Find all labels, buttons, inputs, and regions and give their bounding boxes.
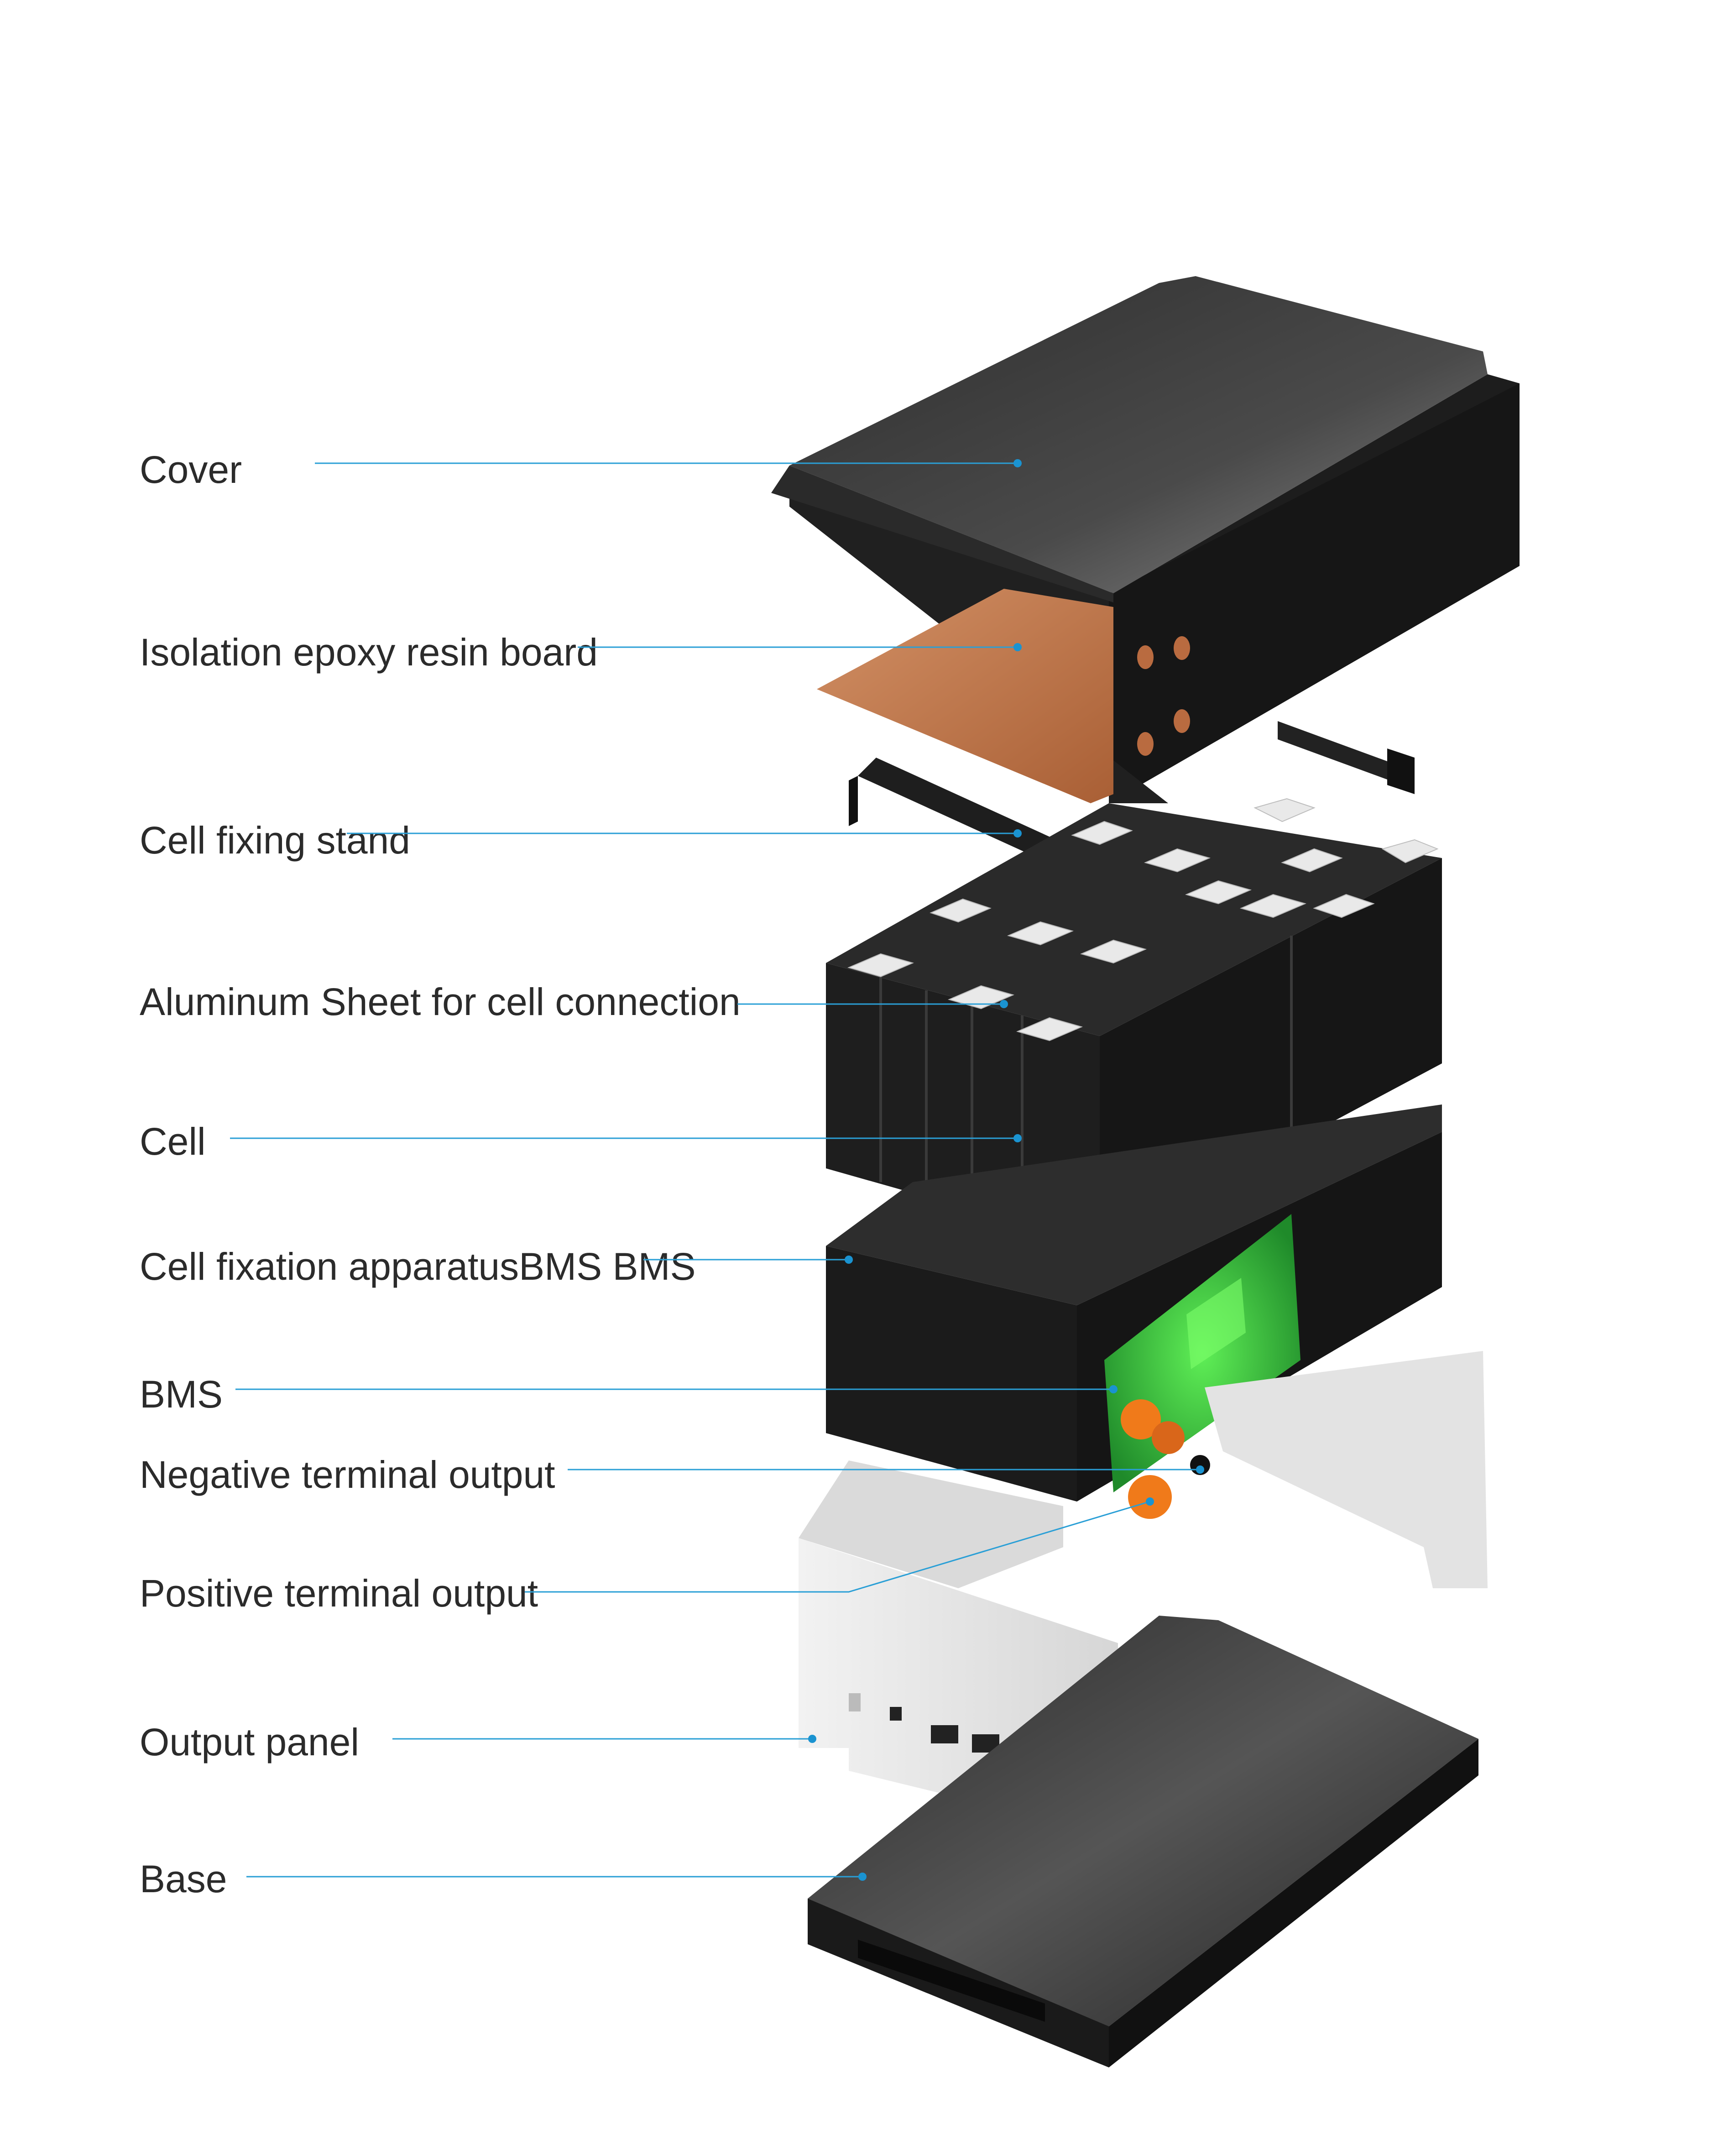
dot-cell	[1013, 1134, 1022, 1142]
label-base: Base	[140, 1858, 227, 1900]
callout-cell-fixing-stand: Cell fixing stand	[140, 819, 1022, 862]
callout-output-panel: Output panel	[140, 1721, 816, 1764]
dot-isolation-board	[1013, 643, 1022, 651]
label-negative-terminal: Negative terminal output	[140, 1453, 555, 1496]
label-positive-terminal: Positive terminal output	[140, 1572, 538, 1615]
base-part	[808, 1616, 1478, 2067]
callout-cell: Cell	[140, 1120, 1022, 1163]
callout-bms: BMS	[140, 1373, 1118, 1416]
label-bms: BMS	[140, 1373, 223, 1416]
epoxy-board-part	[817, 589, 1113, 803]
callout-cover: Cover	[140, 448, 1022, 491]
dot-cell-fixation	[845, 1256, 853, 1264]
label-cover: Cover	[140, 448, 242, 491]
leader-positive-terminal	[525, 1501, 1150, 1593]
fixation-box-part	[826, 1104, 1442, 1519]
label-output-panel: Output panel	[140, 1721, 359, 1764]
label-isolation-board: Isolation epoxy resin board	[140, 631, 598, 674]
label-aluminum-sheet: Aluminum Sheet for cell connection	[140, 980, 741, 1023]
label-cell-fixation: Cell fixation apparatusBMS BMS	[140, 1245, 696, 1288]
callouts: Cover Isolation epoxy resin board Cell f…	[140, 448, 1204, 1900]
callout-base: Base	[140, 1858, 867, 1900]
callout-negative-terminal: Negative terminal output	[140, 1453, 1204, 1496]
dot-cell-fixing-stand	[1013, 829, 1022, 837]
cover-part	[771, 276, 1520, 803]
dot-output-panel	[808, 1735, 816, 1743]
label-cell: Cell	[140, 1120, 206, 1163]
dot-cover	[1013, 459, 1022, 467]
dot-bms	[1109, 1385, 1118, 1393]
callout-positive-terminal: Positive terminal output	[140, 1497, 1154, 1615]
dot-negative-terminal	[1196, 1465, 1204, 1474]
label-cell-fixing-stand: Cell fixing stand	[140, 819, 410, 862]
callout-isolation-board: Isolation epoxy resin board	[140, 631, 1022, 674]
callout-cell-fixation: Cell fixation apparatusBMS BMS	[140, 1245, 853, 1288]
dot-positive-terminal	[1146, 1497, 1154, 1506]
callout-aluminum-sheet: Aluminum Sheet for cell connection	[140, 980, 1008, 1023]
dot-aluminum-sheet	[1000, 1000, 1008, 1008]
dot-base	[858, 1873, 867, 1881]
